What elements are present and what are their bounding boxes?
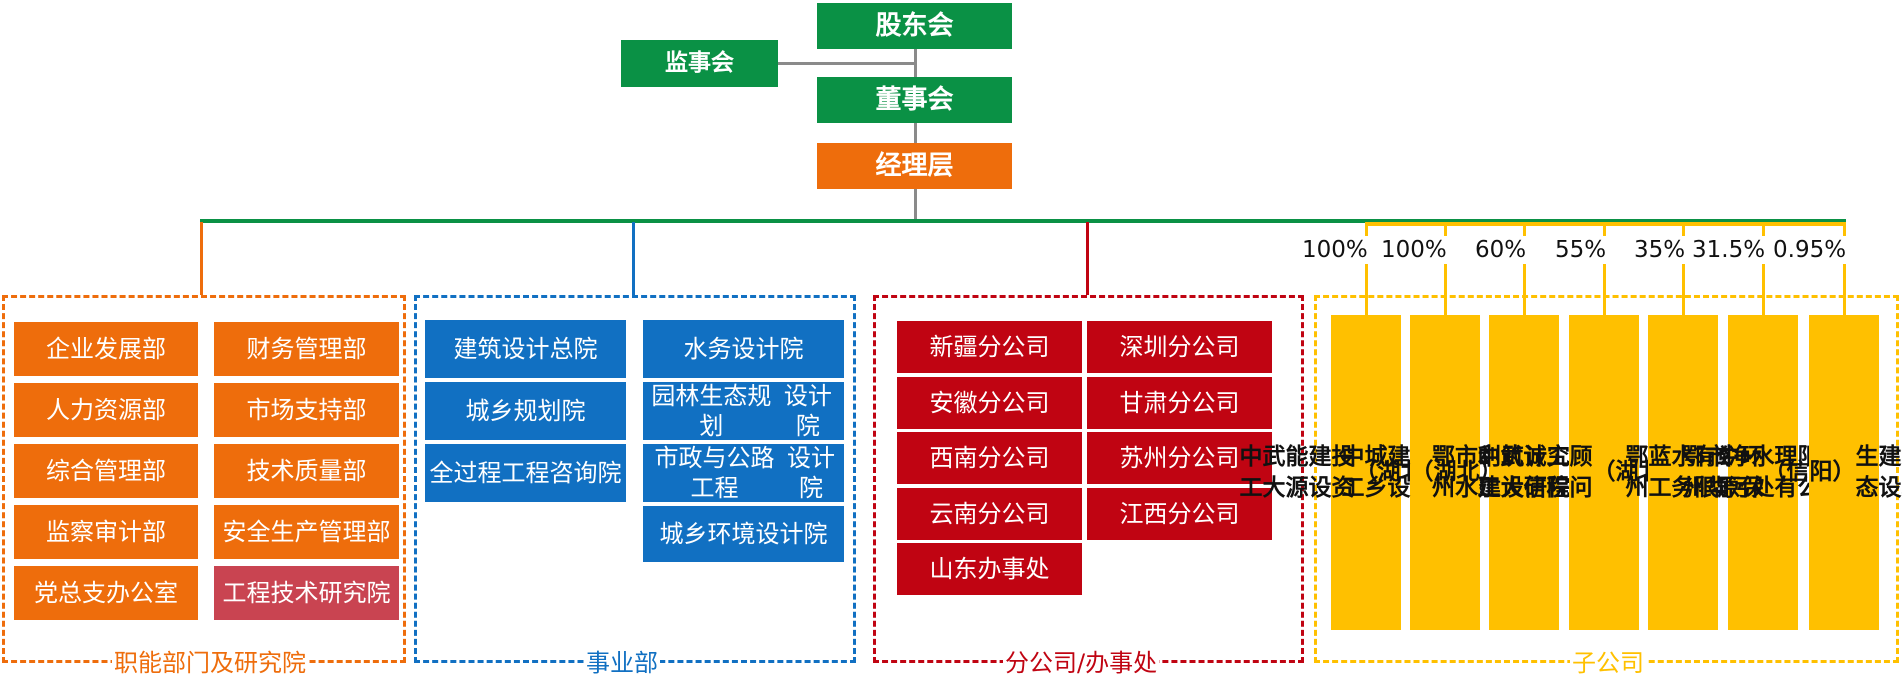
ownership-percentage: 60% xyxy=(1475,236,1527,264)
business-unit[interactable]: 园林生态规划设计院 xyxy=(643,382,844,440)
business-group-label: 事业部 xyxy=(584,649,660,677)
subsidiary-drop-line xyxy=(1365,222,1368,317)
subsidiary-drop-line xyxy=(1843,222,1846,317)
ownership-percentage: 31.5% xyxy=(1692,236,1766,264)
subsidiary-drop-line xyxy=(1682,222,1685,317)
subsidiary-drop-line xyxy=(1762,222,1765,317)
functional-dept[interactable]: 党总支办公室 xyxy=(14,566,198,620)
business-unit[interactable]: 市政与公路工程设计院 xyxy=(643,444,844,502)
ownership-percentage: 55% xyxy=(1555,236,1607,264)
shareholders-box[interactable]: 股东会 xyxy=(817,3,1012,49)
branch-office[interactable]: 山东办事处 xyxy=(897,543,1082,595)
functional-dept[interactable]: 财务管理部 xyxy=(214,322,399,376)
subsidiary-drop-line xyxy=(1603,222,1606,317)
functional-dept[interactable]: 市场支持部 xyxy=(214,383,399,437)
research-institute[interactable]: 工程技术研究院 xyxy=(214,566,399,620)
branch-office[interactable]: 西南分公司 xyxy=(897,432,1082,484)
functional-dept[interactable]: 综合管理部 xyxy=(14,444,198,498)
ownership-percentage: 100% xyxy=(1302,236,1368,264)
branch-office[interactable]: 安徽分公司 xyxy=(897,377,1082,429)
branch-office[interactable]: 江西分公司 xyxy=(1087,488,1272,540)
subsidiaries-bracket-line xyxy=(1366,222,1846,226)
functional-dept[interactable]: 监察审计部 xyxy=(14,505,198,559)
subsidiary-drop-line xyxy=(1444,222,1447,317)
main-horizontal-line xyxy=(200,219,1846,223)
branch-office[interactable]: 苏州分公司 xyxy=(1087,432,1272,484)
ownership-percentage: 0.95% xyxy=(1773,236,1847,264)
functional-dept[interactable]: 安全生产管理部 xyxy=(214,505,399,559)
branch-office[interactable]: 甘肃分公司 xyxy=(1087,377,1272,429)
supervisor-connector xyxy=(777,62,915,65)
branches-group-label: 分公司/办事处 xyxy=(1003,649,1160,677)
business-unit[interactable]: 全过程工程咨询院 xyxy=(425,444,626,502)
business-unit[interactable]: 建筑设计总院 xyxy=(425,320,626,378)
subsidiaries-group-label: 子公司 xyxy=(1570,649,1646,677)
management-box[interactable]: 经理层 xyxy=(817,143,1012,189)
board-box[interactable]: 董事会 xyxy=(817,77,1012,123)
supervisors-box[interactable]: 监事会 xyxy=(621,40,778,87)
trunk-line xyxy=(914,48,917,221)
branches-drop-line xyxy=(1086,222,1089,295)
business-unit[interactable]: 水务设计院 xyxy=(643,320,844,378)
branch-office[interactable]: 云南分公司 xyxy=(897,488,1082,540)
functional-dept[interactable]: 人力资源部 xyxy=(14,383,198,437)
branch-office[interactable]: 深圳分公司 xyxy=(1087,321,1272,373)
business-unit[interactable]: 城乡规划院 xyxy=(425,382,626,440)
functional-dept[interactable]: 企业发展部 xyxy=(14,322,198,376)
functional-dept[interactable]: 技术质量部 xyxy=(214,444,399,498)
business-drop-line xyxy=(632,222,635,295)
subsidiary-drop-line xyxy=(1523,222,1526,317)
functional-group-label: 职能部门及研究院 xyxy=(112,649,308,677)
functional-drop-line xyxy=(200,222,203,295)
branch-office[interactable]: 新疆分公司 xyxy=(897,321,1082,373)
ownership-percentage: 35% xyxy=(1634,236,1686,264)
ownership-percentage: 100% xyxy=(1381,236,1447,264)
business-unit[interactable]: 城乡环境设计院 xyxy=(643,506,844,562)
